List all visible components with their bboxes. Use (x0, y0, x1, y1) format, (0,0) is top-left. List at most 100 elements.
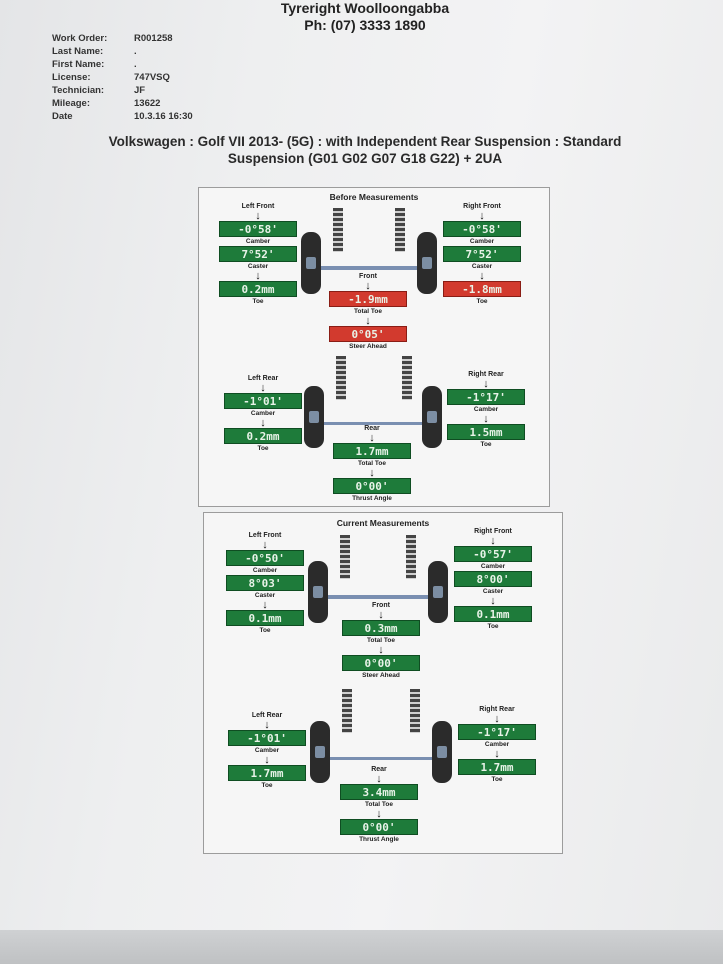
left-front-wheel (301, 232, 321, 294)
info-row: License: 747VSQ (52, 72, 193, 85)
thrust-angle-label: Thrust Angle (359, 836, 399, 843)
camber-label: Camber (484, 741, 510, 748)
caster-value: 7°52' (219, 246, 297, 262)
down-arrow-icon: ↓ (483, 413, 489, 425)
down-arrow-icon: ↓ (494, 713, 500, 725)
info-value: 747VSQ (134, 72, 170, 83)
info-value: . (134, 46, 137, 57)
left-strut (333, 208, 343, 252)
rear-axle-diagram (304, 356, 444, 456)
camber-value: -0°58' (219, 221, 297, 237)
wheel-title: Right Front (463, 203, 501, 210)
down-arrow-icon: ↓ (378, 644, 384, 656)
control-arm (321, 266, 417, 270)
toe-label: Toe (487, 623, 499, 630)
axle-label: Front (359, 273, 377, 280)
down-arrow-icon: ↓ (260, 417, 266, 429)
down-arrow-icon: ↓ (494, 748, 500, 760)
vehicle-description: Volkswagen : Golf VII 2013- (5G) : with … (70, 133, 660, 167)
camber-label: Camber (254, 747, 280, 754)
down-arrow-icon: ↓ (260, 382, 266, 394)
info-label: Technician: (52, 85, 105, 96)
steer-ahead-label: Steer Ahead (362, 672, 400, 679)
camber-label: Camber (250, 410, 276, 417)
down-arrow-icon: ↓ (255, 210, 261, 222)
panel-title: Current Measurements (336, 518, 430, 528)
toe-label: Toe (476, 298, 488, 305)
caster-value: 8°03' (226, 575, 304, 591)
toe-label: Toe (480, 441, 492, 448)
camber-label: Camber (245, 238, 271, 245)
shop-name: Tyreright Woolloongabba (280, 0, 450, 16)
down-arrow-icon: ↓ (483, 378, 489, 390)
camber-value: -0°57' (454, 546, 532, 562)
rear-axle-beam (330, 757, 432, 760)
wheel-title: Left Front (241, 203, 275, 210)
toe-label: Toe (261, 782, 273, 789)
left-strut (336, 356, 346, 400)
front-total-block: Front ↓ 0.3mm Total Toe ↓ 0°00' Steer Ah… (342, 601, 420, 680)
toe-value: 1.7mm (228, 765, 306, 781)
right-front-wheel (428, 561, 448, 623)
down-arrow-icon: ↓ (378, 609, 384, 621)
left-front-wheel (308, 561, 328, 623)
info-value: R001258 (134, 33, 173, 44)
toe-label: Toe (257, 445, 269, 452)
down-arrow-icon: ↓ (365, 315, 371, 327)
right-rear-block: Right Rear ↓ -1°17' Camber ↓ 1.5mm Toe (447, 370, 525, 449)
steer-ahead-value: 0°00' (342, 655, 420, 671)
left-rear-block: Left Rear ↓ -1°01' Camber ↓ 1.7mm Toe (228, 711, 306, 790)
camber-label: Camber (480, 563, 506, 570)
right-strut (395, 208, 405, 252)
toe-value: 0.1mm (454, 606, 532, 622)
wheel-title: Right Front (474, 528, 512, 535)
toe-value: 0.2mm (224, 428, 302, 444)
job-info: Work Order:R001258 Last Name:. First Nam… (52, 33, 193, 124)
down-arrow-icon: ↓ (376, 808, 382, 820)
camber-value: -1°17' (458, 724, 536, 740)
camber-label: Camber (473, 406, 499, 413)
caster-label: Caster (254, 592, 276, 599)
total-toe-label: Total Toe (354, 308, 382, 315)
info-label: Date (52, 111, 73, 122)
total-toe-value: 0.3mm (342, 620, 420, 636)
down-arrow-icon: ↓ (376, 773, 382, 785)
down-arrow-icon: ↓ (264, 754, 270, 766)
left-rear-wheel (310, 721, 330, 783)
left-strut (340, 535, 350, 579)
toe-value: 0.1mm (226, 610, 304, 626)
total-toe-label: Total Toe (358, 460, 386, 467)
wheel-title: Left Rear (247, 375, 279, 382)
total-toe-value: 3.4mm (340, 784, 418, 800)
toe-value: -1.8mm (443, 281, 521, 297)
wheel-title: Left Front (248, 532, 282, 539)
current-measurements-panel: Current Measurements Left Front ↓ -0°50'… (203, 512, 563, 854)
right-strut (402, 356, 412, 400)
control-arm (328, 595, 428, 599)
info-label: License: (52, 72, 91, 83)
down-arrow-icon: ↓ (490, 595, 496, 607)
camber-value: -1°01' (224, 393, 302, 409)
rear-total-block: Rear ↓ 3.4mm Total Toe ↓ 0°00' Thrust An… (340, 765, 418, 844)
camber-value: -0°50' (226, 550, 304, 566)
table-surface (0, 930, 723, 964)
info-value: 10.3.16 16:30 (134, 111, 193, 122)
right-front-wheel (417, 232, 437, 294)
toe-value: 1.7mm (458, 759, 536, 775)
left-front-block: Left Front ↓ -0°58' Camber 7°52' Caster … (219, 202, 297, 306)
toe-label: Toe (259, 627, 271, 634)
info-row: Technician:JF (52, 85, 193, 98)
thrust-angle-value: 0°00' (333, 478, 411, 494)
rear-axle-beam (324, 422, 422, 425)
vehicle-line-1: Volkswagen : Golf VII 2013- (5G) : with … (108, 134, 622, 149)
front-total-block: Front ↓ -1.9mm Total Toe ↓ 0°05' Steer A… (329, 272, 407, 351)
info-row: Work Order: R001258 (52, 33, 193, 46)
info-label: Work Order: (52, 33, 108, 44)
left-rear-wheel (304, 386, 324, 448)
caster-label: Caster (247, 263, 269, 270)
vehicle-line-2: Suspension (G01 G02 G07 G18 G22) + 2UA (227, 151, 503, 166)
total-toe-label: Total Toe (367, 637, 395, 644)
right-front-block: Right Front ↓ -0°58' Camber 7°52' Caster… (443, 202, 521, 306)
before-measurements-panel: Before Measurements Left Front ↓ -0°58' … (198, 187, 550, 507)
